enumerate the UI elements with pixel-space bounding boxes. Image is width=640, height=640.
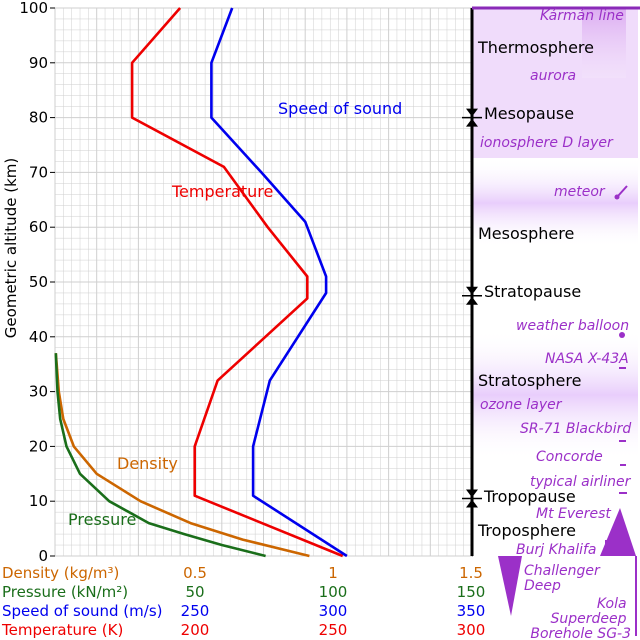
y-tick-label: 40 [29,328,48,346]
y-tick-label: 20 [29,437,48,455]
y-axis-label: Geometric altitude (km) [2,158,20,338]
annotations: Kármán line aurora ionosphere D layer me… [480,8,637,640]
series-line-pressure [54,353,266,558]
axis-tick-sound: 350 [457,602,486,620]
annotation-challenger-deep: Challenger Deep [524,563,604,594]
y-tick-label: 70 [29,163,48,181]
weather-balloon-icon [619,332,625,338]
layer-troposphere: Troposphere [477,521,576,540]
annotation-weather-balloon: weather balloon [516,318,629,334]
boundary-arrow-down [466,108,478,117]
meteor-icon [614,185,628,200]
annotation-ozone-layer: ozone layer [480,397,563,413]
y-tick-label: 60 [29,218,48,236]
y-tick-label: 80 [29,109,48,127]
annotation-meteor: meteor [554,184,606,200]
layer-stratopause: Stratopause [484,282,581,301]
axis-label-temperature: Temperature (K) [1,621,123,639]
y-tick-label: 50 [29,273,48,291]
annotation-karman-line: Kármán line [540,8,624,24]
layer-mesosphere: Mesosphere [478,224,574,243]
boundary-arrow-down [466,489,478,498]
challenger-deep-icon [498,556,522,616]
boundary-arrow-up [466,499,478,508]
annotation-kola-line2: Superdeep [551,611,627,627]
y-tick-label: 0 [38,547,48,565]
series-label-speed-of-sound: Speed of sound [278,99,402,118]
layer-tropopause: Tropopause [483,487,576,506]
plot-grid [54,7,473,557]
layer-stratosphere: Stratosphere [478,371,581,390]
y-tick-label: 30 [29,383,48,401]
axis-tick-pressure: 50 [185,583,204,601]
axis-tick-density: 0.5 [183,564,207,582]
annotation-typical-airliner: typical airliner [530,474,632,490]
axis-tick-density: 1 [328,564,338,582]
series-label-temperature: Temperature [171,182,273,201]
axis-tick-pressure: 100 [319,583,348,601]
annotation-concorde: Concorde [536,449,603,465]
y-tick-label: 100 [19,0,48,17]
axis-tick-temperature: 200 [181,621,210,639]
annotation-sr71: SR-71 Blackbird [520,421,631,437]
aurora-glow [582,8,626,78]
axis-tick-temperature: 250 [319,621,348,639]
axis-label-pressure: Pressure (kN/m²) [2,583,128,601]
annotation-mt-everest: Mt Everest [536,506,611,522]
annotation-burj-khalifa: Burj Khalifa [516,542,597,558]
series-line-speed-of-sound [210,7,348,558]
axis-tick-density: 1.5 [459,564,483,582]
layer-mesopause: Mesopause [484,104,574,123]
boundary-arrow-down [466,286,478,295]
annotation-kola: Kola Superdeep Borehole SG-3 [530,596,631,640]
axis-tick-sound: 300 [319,602,348,620]
y-tick-label: 90 [29,54,48,72]
axis-tick-pressure: 150 [457,583,486,601]
y-tick-label: 10 [29,492,48,510]
series-label-pressure: Pressure [68,510,136,529]
annotation-challenger-deep-line1: Challenger [524,563,601,579]
axis-label-density: Density (kg/m³) [2,564,119,582]
annotation-aurora: aurora [530,68,576,84]
boundary-arrow-up [466,118,478,127]
y-axis: 0 10 20 30 40 50 60 70 80 90 100 [19,0,55,565]
annotation-nasa-x43a: NASA X-43A [545,351,629,367]
axis-tick-temperature: 300 [457,621,486,639]
annotation-challenger-deep-line2: Deep [524,578,561,594]
series-label-density: Density [117,454,178,473]
atmosphere-panel [472,8,638,460]
annotation-kola-line3: Borehole SG-3 [530,626,631,640]
series-layer [54,7,348,558]
annotation-ionosphere: ionosphere D layer [480,135,614,151]
axis-tick-sound: 250 [181,602,210,620]
layer-axis [462,6,640,556]
boundary-arrow-up [466,296,478,305]
series-line-temperature [130,7,344,558]
annotation-kola-line1: Kola [597,596,627,612]
axis-label-sound: Speed of sound (m/s) [2,602,163,620]
layer-thermosphere: Thermosphere [477,38,594,57]
mt-everest-icon [600,508,636,556]
